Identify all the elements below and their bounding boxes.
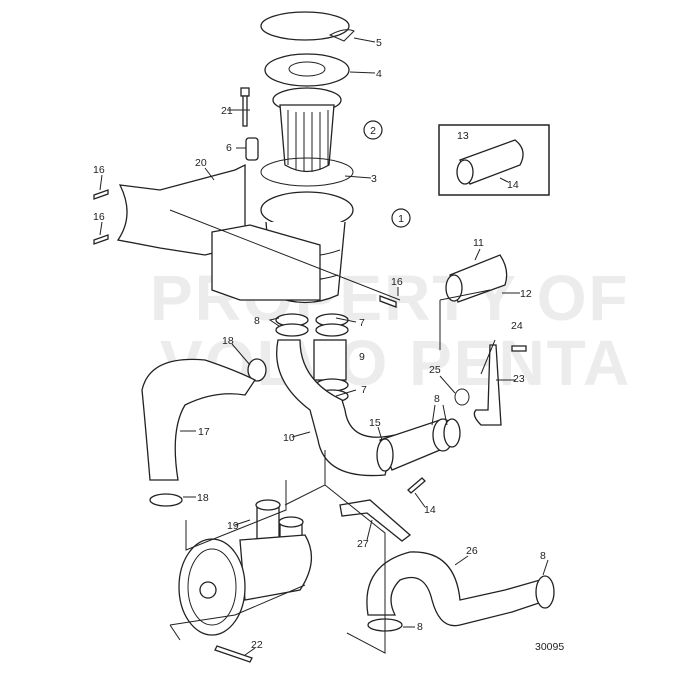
callout-8: 8 [434,393,440,405]
callout-18: 18 [222,335,234,347]
callout-23: 23 [513,373,525,385]
callout-12: 12 [520,288,532,300]
callout-21: 21 [221,105,233,117]
part-hose-clamps [149,313,349,507]
callout-20: 20 [195,157,207,169]
callout-13: 13 [457,130,469,142]
callout-8: 8 [254,315,260,327]
callout-9: 9 [359,351,365,363]
part-hose-connector [376,418,461,472]
callout-24: 24 [511,320,523,332]
callout-4: 4 [376,68,382,80]
part-sea-water-pump [178,499,312,636]
part-lower-bolt-and-bracket [339,477,426,542]
callout-22: 22 [251,639,263,651]
drawing-number: 30095 [535,641,564,653]
part-outlet-hose [366,551,555,632]
part-mounting-bracket [116,163,401,301]
part-strainer-basket [272,87,342,173]
group-marker-1: 1 [391,208,411,228]
callout-7: 7 [359,317,365,329]
part-bolts [93,189,397,308]
callout-8: 8 [417,621,423,633]
leader-lines [99,37,549,656]
inset-box-pipe [438,124,550,196]
part-o-ring [260,157,354,187]
callout-14: 14 [507,179,519,191]
callout-3: 3 [371,173,377,185]
callout-labels: 5 4 21 6 3 16 16 20 13 14 11 16 12 8 7 2… [93,37,564,653]
callout-18: 18 [197,492,209,504]
part-bolt-and-spacer [240,87,259,161]
callout-14: 14 [424,504,436,516]
part-clamp-ring [260,11,355,42]
callout-16: 16 [93,211,105,223]
part-pipe [439,254,508,350]
callout-26: 26 [466,545,478,557]
callout-8: 8 [540,550,546,562]
watermark: PROPERTY OF VOLVO PENTA [150,262,629,399]
callout-19: 19 [227,520,239,532]
callout-7: 7 [361,384,367,396]
callout-17: 17 [198,426,210,438]
callout-11: 11 [473,237,484,249]
callout-16: 16 [391,276,403,288]
part-support-bracket [454,344,527,426]
callout-15: 15 [369,417,381,429]
callout-16: 16 [93,164,105,176]
group-marker-2: 2 [363,120,383,140]
callout-27: 27 [357,538,369,550]
callout-6: 6 [226,142,232,154]
part-strainer-cover [264,53,350,87]
callout-5: 5 [376,37,382,49]
svg-text:2: 2 [370,125,376,137]
part-hose-bend [141,358,256,481]
part-pump-bolt [214,645,253,663]
callout-25: 25 [429,364,441,376]
svg-text:1: 1 [398,213,404,225]
callout-10: 10 [283,432,295,444]
